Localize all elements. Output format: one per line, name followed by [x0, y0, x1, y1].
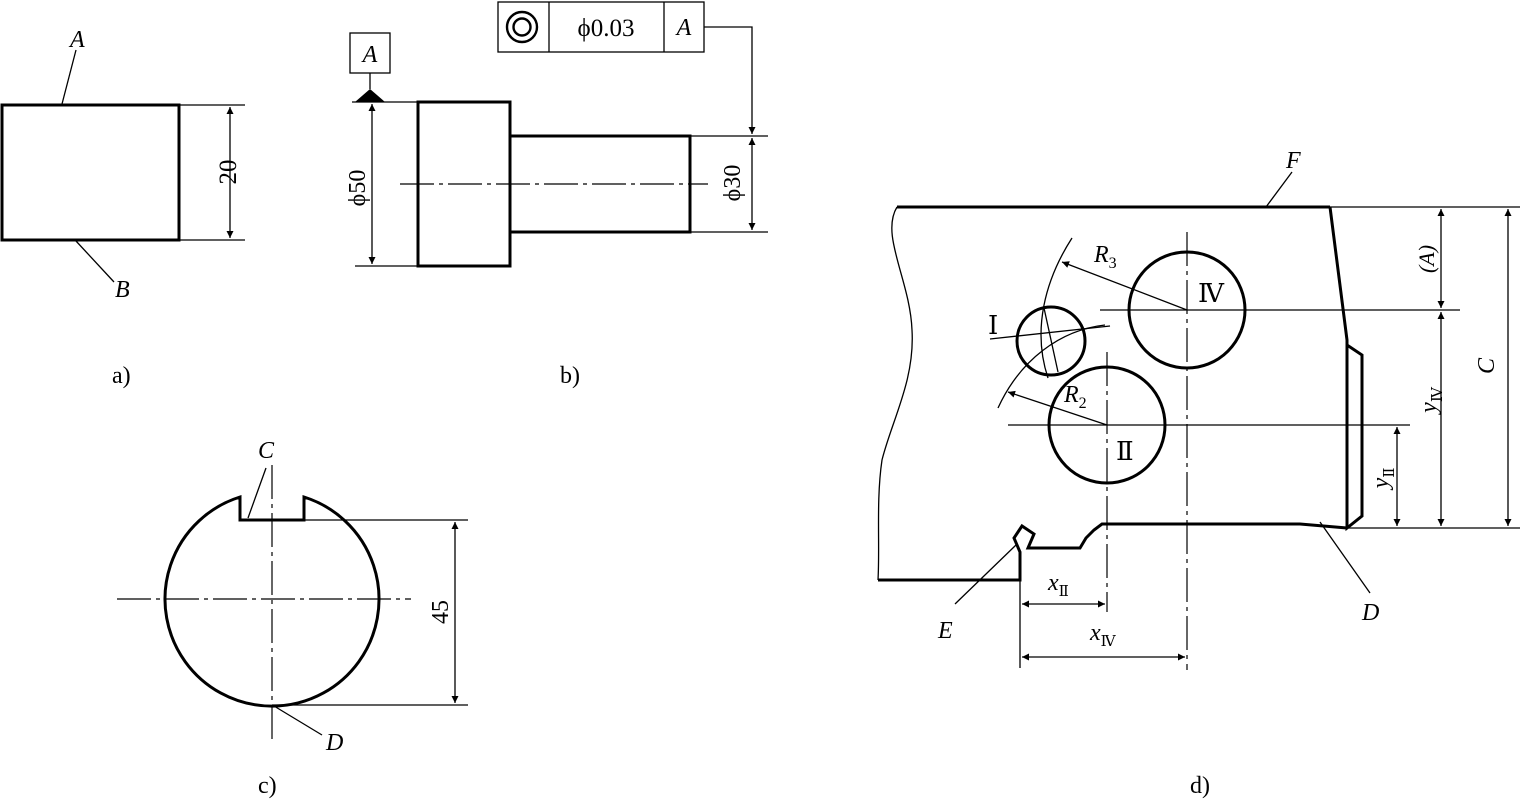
right-chamfer [1345, 342, 1364, 532]
height-dimension-text: 20 [215, 160, 242, 185]
right-edge [1328, 206, 1349, 528]
leader-c [247, 467, 267, 519]
r3-label: R3 [1093, 242, 1117, 272]
figure-d: R3 R2 Ⅰ Ⅱ Ⅳ (A) yⅣ yⅡ C xⅡ xⅣ F D E d) [877, 148, 1520, 799]
r2-label: R2 [1063, 382, 1087, 412]
leader-d-d [1319, 521, 1371, 594]
small-diameter-text: ϕ30 [720, 165, 746, 202]
label-f: F [1285, 148, 1301, 174]
caption-d: d) [1190, 773, 1210, 799]
y4-label: yⅣ [1416, 386, 1446, 415]
hole-1-label: Ⅰ [988, 311, 998, 340]
leader-b [75, 240, 115, 283]
r3-arc [1040, 237, 1073, 379]
r2-arc [997, 324, 1106, 409]
x2-label: xⅡ [1047, 570, 1069, 600]
big-diameter-text: ϕ50 [345, 170, 371, 207]
overall-label: C [1474, 357, 1500, 374]
label-b: B [115, 277, 130, 303]
dim-a-text: (A) [1414, 245, 1439, 273]
leader-d-c [273, 705, 323, 736]
tolerance-value: ϕ0.03 [578, 15, 635, 42]
hole-4-label: Ⅳ [1198, 279, 1225, 308]
hole-1 [1015, 305, 1087, 377]
leader-e [954, 544, 1017, 605]
hole-2-label: Ⅱ [1116, 437, 1134, 466]
frame-leader [704, 26, 756, 134]
caption-c: c) [258, 773, 277, 799]
figure-b: A ϕ50 ϕ30 ϕ0.03 A b) [345, 1, 768, 389]
label-c: C [258, 438, 275, 464]
label-d-d: D [1361, 600, 1379, 626]
concentricity-icon [505, 10, 539, 44]
caption-b: b) [560, 363, 580, 389]
depth-dimension-text: 45 [428, 600, 454, 624]
figure-c: 45 C D c) [117, 438, 468, 799]
datum-label: A [361, 42, 378, 68]
label-a: A [68, 27, 85, 53]
break-line [877, 206, 913, 581]
label-e: E [937, 618, 953, 644]
r2-leader [1007, 390, 1108, 426]
hole-1-cross-line [1043, 307, 1059, 373]
leader-a [61, 49, 77, 105]
y2-label: yⅡ [1368, 468, 1398, 491]
bottom-edge-with-notch [878, 522, 1348, 582]
caption-a: a) [112, 363, 131, 389]
leader-f [1265, 171, 1293, 208]
label-d-c: D [325, 730, 343, 756]
frame-datum-ref: A [675, 15, 692, 41]
x4-label: xⅣ [1089, 620, 1117, 650]
figure-a: 20 A B a) [0, 27, 245, 389]
block-outline [0, 103, 181, 242]
datum-triangle-icon [355, 89, 385, 102]
r3-leader [1061, 261, 1188, 311]
